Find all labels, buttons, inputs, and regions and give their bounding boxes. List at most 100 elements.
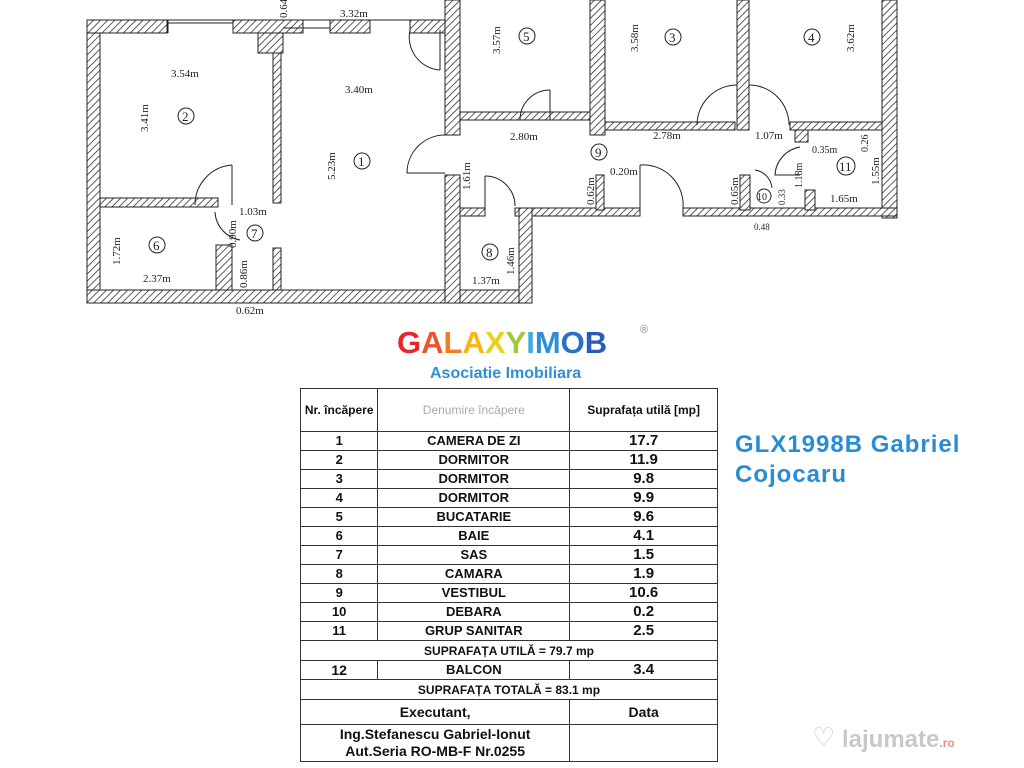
dim-label: 0.64 [278, 0, 290, 18]
room-6-width: 2.37m [143, 273, 171, 285]
dim-label: 1.18m [794, 163, 805, 189]
logo-letter: I [526, 325, 535, 360]
cell-name: CAMARA [377, 564, 571, 584]
header-room-number: Nr. încăpere [299, 388, 379, 432]
cell-area: 2.5 [569, 621, 718, 641]
cell-area: 1.9 [569, 564, 718, 584]
logo-letter: B [584, 325, 608, 360]
logo-letter: A [421, 325, 444, 360]
room-5-height: 3.57m [491, 26, 503, 54]
room-8-height: 1.46m [505, 247, 517, 275]
cell-number: 8 [299, 564, 379, 584]
cell-area: 1.5 [569, 545, 718, 565]
room-11-height: 1.55m [870, 157, 882, 185]
room-4-height: 3.62m [845, 24, 857, 52]
cell-number: 6 [299, 526, 379, 546]
dim-label: 0.33 [777, 189, 787, 205]
room-10-height: 0.65m [729, 177, 741, 205]
balcony-width: 3.32m [340, 8, 368, 20]
logo-letter: L [443, 325, 463, 360]
cell-area: 17.7 [569, 431, 718, 451]
cell-number: 2 [299, 450, 379, 470]
cell-number: 5 [299, 507, 379, 527]
room-3-width: 2.78m [653, 130, 681, 142]
cell-area: 10.6 [569, 583, 718, 603]
room-1-height: 5.23m [326, 152, 338, 180]
cell-name: VESTIBUL [377, 583, 571, 603]
cell-name: DEBARA [377, 602, 571, 622]
date-cell [569, 724, 718, 762]
cell-area: 3.4 [569, 660, 718, 680]
grand-total: SUPRAFAȚA TOTALĂ = 83.1 mp [300, 679, 718, 700]
cell-number: 10 [299, 602, 379, 622]
room-7-width: 1.03m [239, 206, 267, 218]
cell-area: 9.9 [569, 488, 718, 508]
cell-name: SAS [377, 545, 571, 565]
room-1-number: 1 [358, 154, 365, 169]
registered-mark: ® [640, 324, 649, 336]
room-1-width: 3.40m [345, 84, 373, 96]
cell-number: 11 [299, 621, 379, 641]
area-table: Nr. încăpere Denumire încăpere Suprafața… [299, 388, 718, 762]
cell-number: 12 [299, 660, 379, 680]
site-watermark: lajumate.ro [842, 726, 955, 754]
cell-number: 9 [299, 583, 379, 603]
executant-label: Executant, [299, 699, 571, 725]
room-3-height: 3.58m [629, 24, 641, 52]
authorization-number: Aut.Seria RO-MB-F Nr.0255 [345, 743, 525, 759]
cell-name: CAMERA DE ZI [377, 431, 571, 451]
logo-letter: Y [505, 325, 527, 360]
logo-letter: X [484, 325, 506, 360]
site-watermark-tld: .ro [939, 736, 955, 750]
room-10-number: 10 [757, 192, 767, 203]
cell-name: GRUP SANITAR [377, 621, 571, 641]
cell-number: 3 [299, 469, 379, 489]
cell-number: 4 [299, 488, 379, 508]
date-label: Data [569, 699, 718, 725]
cell-name: DORMITOR [377, 469, 571, 489]
grand-total-row: SUPRAFAȚA TOTALĂ = 83.1 mp [300, 679, 718, 700]
walls [86, 0, 898, 304]
room-4-number: 4 [808, 30, 815, 45]
room-labels: 1 3.40m 5.23m 2 3.54m 3.41m 3 3.58m 2.78… [111, 0, 882, 317]
room-5-number: 5 [523, 29, 530, 44]
heart-icon: ♡ [812, 722, 836, 752]
cell-number: 7 [299, 545, 379, 565]
room-3-number: 3 [669, 30, 676, 45]
doors [167, 19, 801, 241]
header-room-name: Denumire încăpere [377, 388, 571, 432]
dim-label: 0.86m [238, 260, 250, 288]
util-total: SUPRAFAȚA UTILĂ = 79.7 mp [300, 640, 718, 661]
cell-area: 0.2 [569, 602, 718, 622]
room-2-width: 3.54m [171, 68, 199, 80]
room-5-width: 2.80m [510, 131, 538, 143]
signature-header-row: Executant, Data [299, 699, 718, 725]
cell-name: BALCON [377, 660, 571, 680]
header-area: Suprafața utilă [mp] [569, 388, 718, 432]
util-total-row: SUPRAFAȚA UTILĂ = 79.7 mp [300, 640, 718, 661]
cell-name: BUCATARIE [377, 507, 571, 527]
cell-name: BAIE [377, 526, 571, 546]
executant-name: Ing.Stefanescu Gabriel-Ionut [339, 726, 531, 742]
room-9-number: 9 [595, 145, 602, 160]
logo-letter: A [462, 325, 485, 360]
cell-area: 4.1 [569, 526, 718, 546]
association-label: Asociatie Imobiliara [430, 365, 582, 382]
room-6-number: 6 [153, 238, 160, 253]
room-11-number: 11 [839, 159, 852, 174]
cell-area: 9.6 [569, 507, 718, 527]
room-8-width: 1.37m [472, 275, 500, 287]
room-8-number: 8 [486, 245, 493, 260]
logo-letter: M [534, 325, 561, 360]
site-watermark-text: lajumate [842, 726, 940, 753]
